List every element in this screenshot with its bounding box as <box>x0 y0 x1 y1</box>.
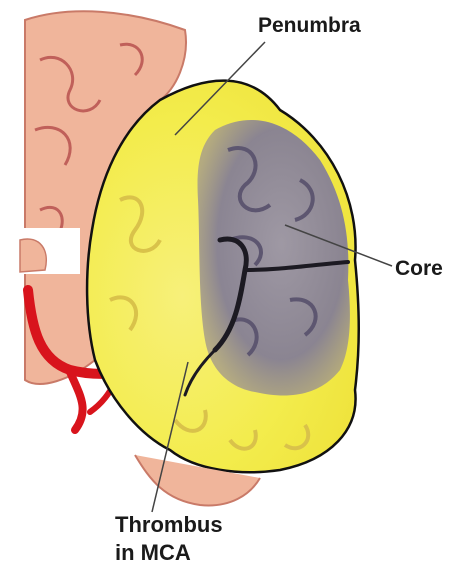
core-label: Core <box>395 257 443 280</box>
penumbra-label: Penumbra <box>258 14 361 37</box>
thrombus-label-line1: Thrombus <box>115 512 223 537</box>
thrombus-label-line2: in MCA <box>115 540 191 565</box>
